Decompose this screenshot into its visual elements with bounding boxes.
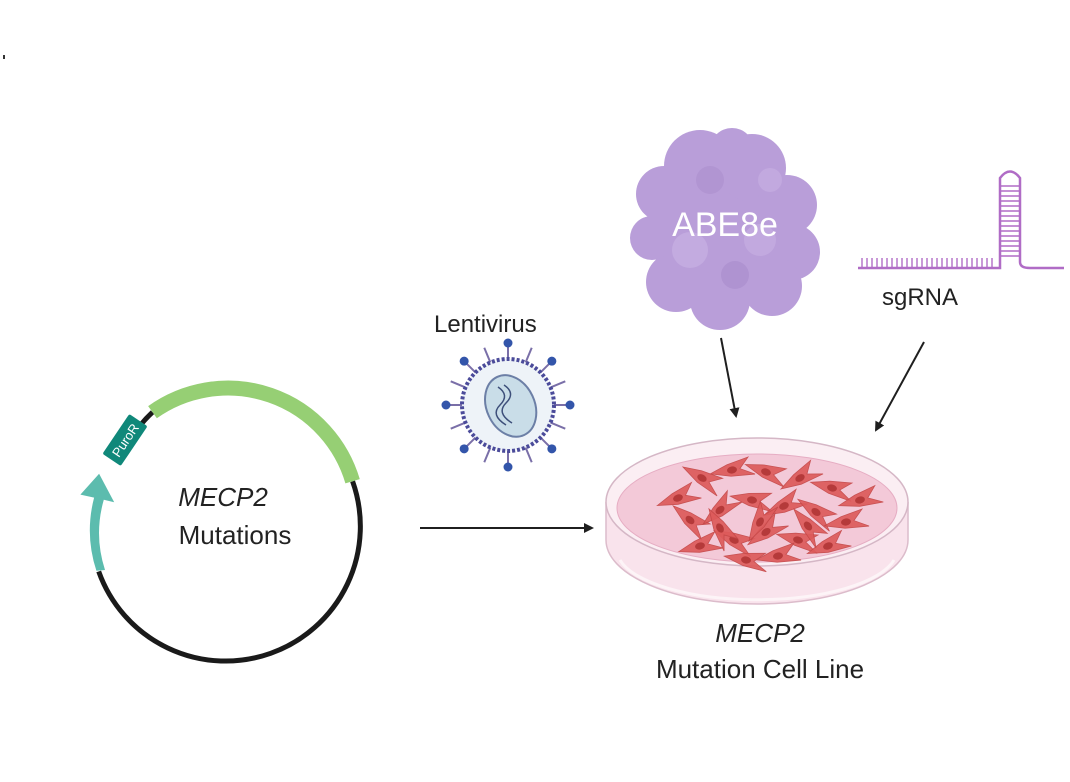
lentivirus-spike xyxy=(550,380,566,389)
puror-marker: PuroR xyxy=(103,414,147,466)
cell-nucleus xyxy=(761,468,771,476)
cell-nucleus xyxy=(673,494,683,502)
abe8e-protein-blob xyxy=(630,128,820,330)
lentivirus-icon xyxy=(441,338,575,472)
sgrna-hairpin-pairs xyxy=(1000,185,1020,257)
cell-nucleus xyxy=(795,474,805,482)
lentivirus-glycoprotein xyxy=(565,400,575,410)
cell xyxy=(806,529,852,554)
cell xyxy=(792,508,829,549)
cell xyxy=(809,480,854,502)
cell-nucleus xyxy=(841,518,851,526)
plasmid-description-label: Mutations xyxy=(178,520,292,550)
cell xyxy=(748,500,779,543)
cell-nucleus xyxy=(747,496,757,504)
lentivirus-spike xyxy=(550,421,566,430)
cell-nucleus xyxy=(811,507,821,517)
lentivirus-rna xyxy=(495,386,507,426)
cell-nucleus xyxy=(715,505,725,515)
cell-nucleus xyxy=(793,536,803,544)
sgrna-backbone xyxy=(858,170,1064,270)
lentivirus-glycoprotein xyxy=(503,462,513,472)
cell-nucleus xyxy=(716,523,724,533)
cell-nucleus xyxy=(695,542,705,550)
cell-line-description-label: Mutation Cell Line xyxy=(655,654,865,684)
cell-line-gene-label: MECP2 xyxy=(715,618,805,648)
corner-mark xyxy=(3,55,5,59)
lentivirus-glycoprotein xyxy=(547,444,557,454)
abe8e-label: ABE8e xyxy=(672,206,778,244)
cell-body xyxy=(837,484,884,507)
cell-nucleus xyxy=(741,556,751,564)
cell-body xyxy=(677,530,724,553)
lentivirus-glycoprotein xyxy=(459,444,469,454)
cell xyxy=(775,532,820,554)
cell xyxy=(709,456,756,477)
promoter-arrow xyxy=(80,473,115,571)
plasmid-backbone xyxy=(96,480,363,664)
lentivirus-spike xyxy=(450,380,466,389)
cell-nucleus xyxy=(756,517,764,527)
cell-nucleus xyxy=(827,484,837,492)
plasmid-gene-label: MECP2 xyxy=(178,482,268,512)
cell-nucleus xyxy=(823,542,833,550)
cell xyxy=(837,484,884,507)
cell-nucleus xyxy=(761,527,771,537)
cell xyxy=(681,466,724,497)
cell xyxy=(823,508,870,529)
cell-nucleus xyxy=(779,502,789,510)
cell xyxy=(755,542,802,563)
cell-nucleus xyxy=(773,552,783,560)
sgrna-label: sgRNA xyxy=(882,284,959,311)
arrow-abe8e-to-dish xyxy=(720,337,740,418)
cell-body xyxy=(806,529,852,554)
lentivirus-spike xyxy=(483,347,492,363)
lentivirus-core xyxy=(484,374,538,438)
lentivirus-spike xyxy=(483,447,492,463)
lentivirus-spike xyxy=(450,421,466,430)
lentivirus-glycoprotein xyxy=(459,356,469,366)
lentivirus-glycoprotein xyxy=(441,400,451,410)
lentivirus-spike xyxy=(524,447,533,463)
cell xyxy=(677,530,724,553)
sgrna-structure xyxy=(858,170,1064,270)
cell-cluster xyxy=(656,456,884,573)
lentivirus-glycoprotein xyxy=(503,338,513,348)
arrow-sgrna-to-dish xyxy=(875,341,925,432)
cell xyxy=(779,459,824,490)
lentivirus-glycoprotein xyxy=(547,356,557,366)
cell-body xyxy=(656,481,702,506)
cell-nucleus xyxy=(803,521,813,531)
lentivirus-spike xyxy=(524,347,533,363)
cell xyxy=(656,481,702,506)
cell xyxy=(744,464,788,488)
lentivirus-rna xyxy=(501,384,513,424)
cell-nucleus xyxy=(727,466,737,474)
petri-dish xyxy=(605,437,909,605)
cell xyxy=(708,507,739,552)
cell xyxy=(672,505,712,541)
cell-nucleus xyxy=(697,474,707,482)
cell xyxy=(796,498,838,532)
cell-body xyxy=(744,464,788,488)
dish-base-shine xyxy=(618,559,896,602)
lentivirus-label: Lentivirus xyxy=(434,311,537,338)
cell-nucleus xyxy=(685,515,695,525)
sgrna-bases xyxy=(861,258,993,268)
plasmid-insert-arc xyxy=(148,380,360,484)
cell-nucleus xyxy=(855,496,865,504)
cell xyxy=(723,552,767,573)
